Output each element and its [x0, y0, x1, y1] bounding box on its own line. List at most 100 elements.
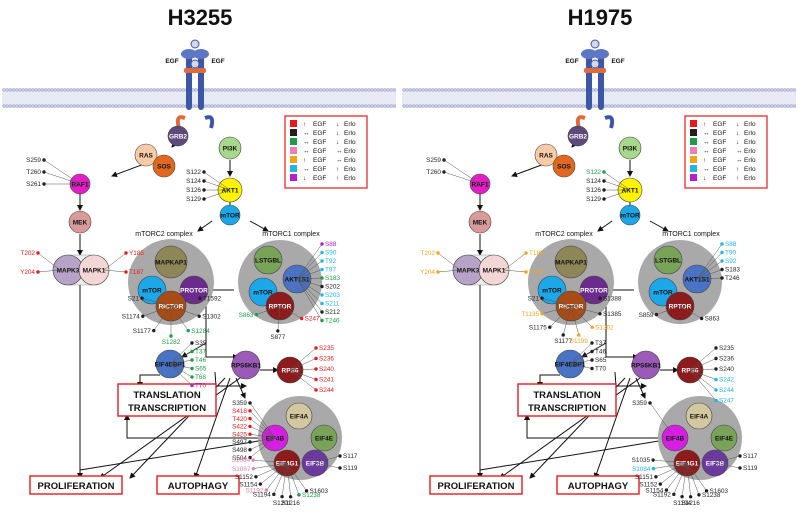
lipid-head [114, 104, 118, 108]
lipid-head [482, 88, 486, 92]
site-label: S183 [325, 275, 340, 282]
site-stem [260, 462, 288, 485]
node-label-eif4e: EIF4E [715, 435, 734, 442]
node-mtor [219, 204, 241, 226]
lipid-head [575, 104, 579, 108]
lipid-head [776, 104, 781, 108]
lipid-head [715, 104, 720, 108]
node-label-lstgbl: LSTGBL [655, 257, 681, 264]
lipid-head [715, 88, 720, 92]
lipid-head [543, 88, 547, 92]
lipid-head [79, 104, 83, 108]
lipid-head [523, 88, 528, 92]
receptor-link [184, 68, 206, 73]
lipid-head [472, 104, 477, 108]
lipid-head [245, 88, 249, 92]
lipid-head [18, 104, 22, 108]
legend-erlo-text: Erlo [344, 130, 356, 137]
site-dot [248, 440, 252, 444]
lipid-head [104, 88, 109, 92]
site-stem [653, 462, 688, 469]
legend-erlo-text: Erlo [344, 157, 356, 164]
lipid-head [773, 104, 777, 108]
site-stem [714, 455, 741, 464]
site-label: S859 [639, 312, 654, 319]
lipid-head [347, 104, 352, 108]
site-dot [248, 455, 252, 460]
site-dot [436, 251, 440, 255]
lipid-head [677, 104, 681, 108]
site-dot [697, 493, 701, 497]
lipid-head [5, 88, 9, 92]
site-label: S1199 [570, 338, 588, 345]
site-label: S126 [186, 187, 201, 194]
lipid-head [479, 88, 483, 92]
lipid-head [226, 104, 230, 108]
lipid-head [303, 88, 307, 92]
lipid-head [495, 104, 499, 108]
site-dot [42, 182, 46, 186]
lipid-head [146, 88, 150, 92]
lipid-head [725, 104, 729, 108]
site-dot [202, 188, 206, 192]
lipid-head [50, 88, 54, 92]
legend-egf-arrow: ↑ [303, 121, 306, 128]
lipid-head [91, 88, 96, 92]
lipid-head [408, 88, 413, 92]
lipid-head [485, 88, 489, 92]
lipid-head [779, 88, 784, 92]
lipid-head [210, 104, 214, 108]
lipid-head [322, 88, 326, 92]
node-pi3k [218, 136, 242, 160]
node-label-eif4a: EIF4A [290, 413, 309, 420]
node-mapk1 [478, 254, 510, 286]
site-stem [249, 437, 276, 451]
lipid-head [459, 104, 464, 108]
lipid-head [66, 104, 70, 108]
lipid-head [72, 88, 77, 92]
lipid-head [632, 88, 637, 92]
site-label: S1154 [239, 481, 257, 488]
lipid-head [376, 88, 381, 92]
node-label-mek: MEK [473, 219, 488, 226]
lipid-head [175, 88, 179, 92]
lipid-head [671, 88, 675, 92]
site-label: T46 [195, 357, 206, 364]
site-dot [320, 267, 324, 272]
lipid-head [738, 104, 742, 108]
lipid-head [427, 104, 432, 108]
site-dot [36, 251, 40, 255]
legend-erlo-text: Erlo [744, 121, 756, 128]
node-label-protor: PROTOR [180, 287, 208, 294]
site-dot [124, 251, 128, 255]
lipid-head [485, 104, 489, 108]
site-dot [297, 493, 301, 497]
lipid-head [751, 88, 755, 92]
lipid-head [719, 88, 723, 92]
lipid-head [539, 88, 544, 92]
lipid-head [56, 104, 61, 108]
lipid-head [274, 104, 278, 108]
lipid-head [85, 88, 89, 92]
site-stem [549, 305, 572, 328]
lipid-head [136, 104, 141, 108]
site-label: S1192 [245, 487, 263, 494]
site-dot [248, 409, 252, 413]
site-label: S1152 [235, 474, 253, 481]
site-dot [251, 458, 255, 462]
node-mek [68, 210, 92, 234]
legend-egf-arrow: ↔ [303, 166, 310, 173]
lipid-head [56, 88, 61, 92]
lipid-head [283, 88, 288, 92]
site-stem [169, 363, 193, 369]
lipid-head [373, 104, 377, 108]
autophagy-label: AUTOPHAGY [568, 481, 629, 492]
site-dot [720, 250, 724, 255]
node-label-sos: SOS [557, 163, 571, 170]
lipid-head [703, 104, 707, 108]
lipid-head [632, 104, 637, 108]
lipid-head [744, 88, 749, 92]
lipid-head [127, 88, 131, 92]
lipid-head [440, 104, 445, 108]
lipid-head [299, 104, 304, 108]
